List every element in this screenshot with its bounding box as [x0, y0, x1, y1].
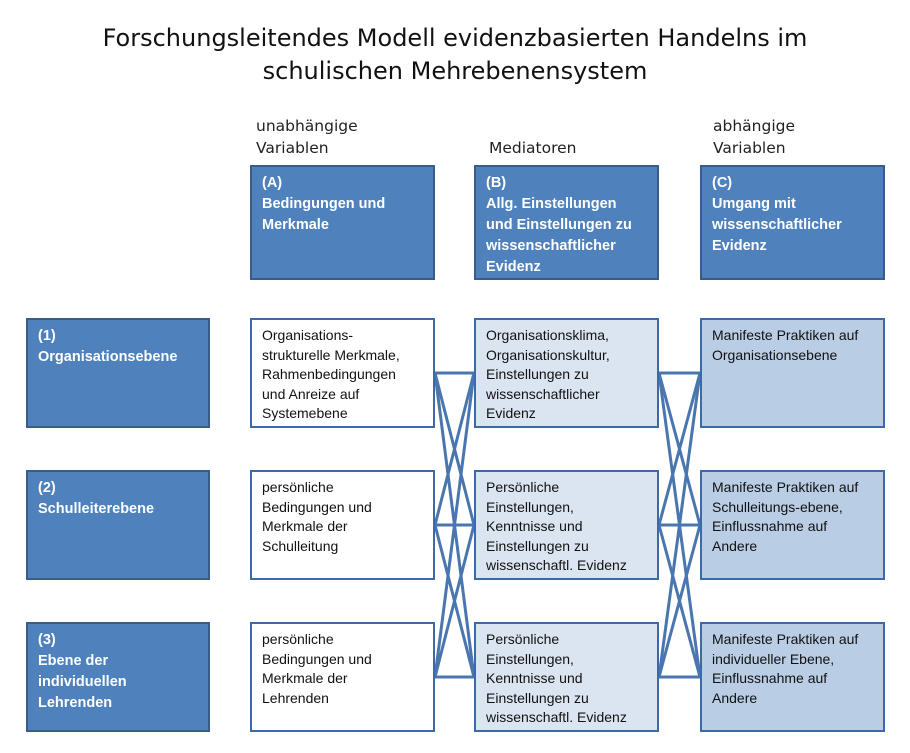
column-b-line: Evidenz [486, 259, 541, 275]
column-a-line: Bedingungen und [262, 196, 386, 212]
cell-c3-line: Andere [712, 689, 758, 706]
level-box-lehrende: (3) Ebene der individuellen Lehrenden [26, 622, 210, 732]
column-c-line: Evidenz [712, 238, 767, 254]
level-1-line: (1) [38, 328, 56, 344]
level-3-line: (3) [38, 632, 56, 648]
cell-a1-line: Organisations- [262, 327, 354, 343]
cell-b3-line: wissenschaftl. Evidenz [486, 709, 627, 725]
connector-line [657, 372, 702, 526]
cell-a1-line: und Anreize auf [262, 385, 360, 402]
diagram-title-line-2: schulischen Mehrebenensystem [262, 57, 648, 85]
cell-a3-line: persönliche [262, 631, 334, 647]
header-dependent-line: Variablen [713, 139, 786, 157]
column-b-line: wissenschaftlicher [486, 238, 616, 254]
cell-c-organisation: Manifeste Praktiken auf Organisationsebe… [700, 318, 885, 428]
level-3-line: Lehrenden [38, 695, 113, 711]
cell-c2-line: Schulleitungs-ebene, [712, 498, 843, 515]
connector-line [657, 524, 702, 678]
cell-b1-line: Organisationsklima, [486, 327, 609, 343]
cell-c2-line: Manifeste Praktiken auf [712, 479, 859, 495]
connector-line [433, 372, 476, 678]
cell-b2-line: Persönliche [486, 479, 560, 495]
cell-c1-line: Manifeste Praktiken auf [712, 327, 859, 343]
level-1-line: Organisationsebene [38, 349, 178, 365]
connector-line [433, 524, 476, 678]
cell-c1-line: Organisationsebene [712, 346, 838, 363]
cell-a2-line: Merkmale der [262, 518, 348, 534]
cell-b2-line: wissenschaftl. Evidenz [486, 557, 627, 573]
connector-line [433, 372, 476, 526]
cell-b2-line: Kenntnisse und [486, 518, 583, 534]
column-c-line: Umgang mit [712, 196, 796, 212]
level-box-organisation: (1) Organisationsebene [26, 318, 210, 428]
cell-c-lehrende: Manifeste Praktiken auf individueller Eb… [700, 622, 885, 732]
cell-a1-line: strukturelle Merkmale, [262, 346, 400, 363]
cell-a3-line: Merkmale der [262, 670, 348, 686]
header-dependent-variables: abhängige Variablen [713, 115, 795, 159]
column-box-c: (C) Umgang mit wissenschaftlicher Eviden… [700, 165, 885, 280]
column-a-line: Merkmale [262, 217, 329, 233]
column-b-line: Allg. Einstellungen [486, 196, 617, 212]
cell-c2-line: Andere [712, 537, 758, 554]
cell-a1-line: Systemebene [262, 405, 348, 421]
cell-a-organisation: Organisations- strukturelle Merkmale, Ra… [250, 318, 435, 428]
cell-a2-line: Bedingungen und [262, 498, 372, 515]
cell-c3-line: Manifeste Praktiken auf [712, 631, 859, 647]
cell-b-lehrende: Persönliche Einstellungen, Kenntnisse un… [474, 622, 659, 732]
cell-b1-line: Einstellungen zu [486, 366, 589, 382]
header-independent-variables: unabhängige Variablen [256, 115, 358, 159]
cell-b2-line: Einstellungen, [486, 498, 574, 515]
cell-b2-line: Einstellungen zu [486, 537, 589, 554]
column-b-line: (B) [486, 175, 507, 191]
cell-a3-line: Bedingungen und [262, 650, 372, 667]
column-c-line: wissenschaftlicher [712, 217, 842, 233]
cell-a-schulleitung: persönliche Bedingungen und Merkmale der… [250, 470, 435, 580]
cell-a3-line: Lehrenden [262, 689, 329, 706]
cell-a2-line: persönliche [262, 479, 334, 495]
cell-b1-line: wissenschaftlicher [486, 385, 600, 402]
cell-b3-line: Einstellungen zu [486, 689, 589, 706]
level-3-line: individuellen [38, 674, 127, 690]
cell-c3-line: individueller Ebene, [712, 650, 835, 667]
cell-b-organisation: Organisationsklima, Organisationskultur,… [474, 318, 659, 428]
column-box-a: (A) Bedingungen und Merkmale [250, 165, 435, 280]
cell-c3-line: Einflussnahme auf [712, 670, 828, 686]
level-box-schulleitung: (2) Schulleiterebene [26, 470, 210, 580]
cell-c-schulleitung: Manifeste Praktiken auf Schulleitungs-eb… [700, 470, 885, 580]
cell-b1-line: Organisationskultur, [486, 346, 610, 363]
header-mediators: Mediatoren [489, 137, 577, 159]
level-2-line: Schulleiterebene [38, 501, 155, 517]
cell-b-schulleitung: Persönliche Einstellungen, Kenntnisse un… [474, 470, 659, 580]
cell-b3-line: Einstellungen, [486, 650, 574, 667]
header-independent-line: unabhängige [256, 117, 358, 135]
cell-b3-line: Persönliche [486, 631, 560, 647]
column-c-line: (C) [712, 175, 733, 191]
header-mediators-line: Mediatoren [489, 139, 577, 157]
cell-b1-line: Evidenz [486, 405, 536, 421]
header-independent-line: Variablen [256, 139, 329, 157]
cell-a1-line: Rahmenbedingungen [262, 366, 396, 382]
header-dependent-line: abhängige [713, 117, 796, 135]
diagram-title-line-1: Forschungsleitendes Modell evidenzbasier… [102, 24, 808, 52]
cell-a2-line: Schulleitung [262, 537, 339, 554]
cell-a-lehrende: persönliche Bedingungen und Merkmale der… [250, 622, 435, 732]
cell-b3-line: Kenntnisse und [486, 670, 583, 686]
column-b-line: und Einstellungen zu [486, 217, 632, 233]
column-box-b: (B) Allg. Einstellungen und Einstellunge… [474, 165, 659, 280]
cell-c2-line: Einflussnahme auf [712, 518, 828, 534]
connector-line [657, 372, 702, 678]
column-a-line: (A) [262, 175, 283, 191]
level-2-line: (2) [38, 480, 56, 496]
level-3-line: Ebene der [38, 653, 109, 669]
